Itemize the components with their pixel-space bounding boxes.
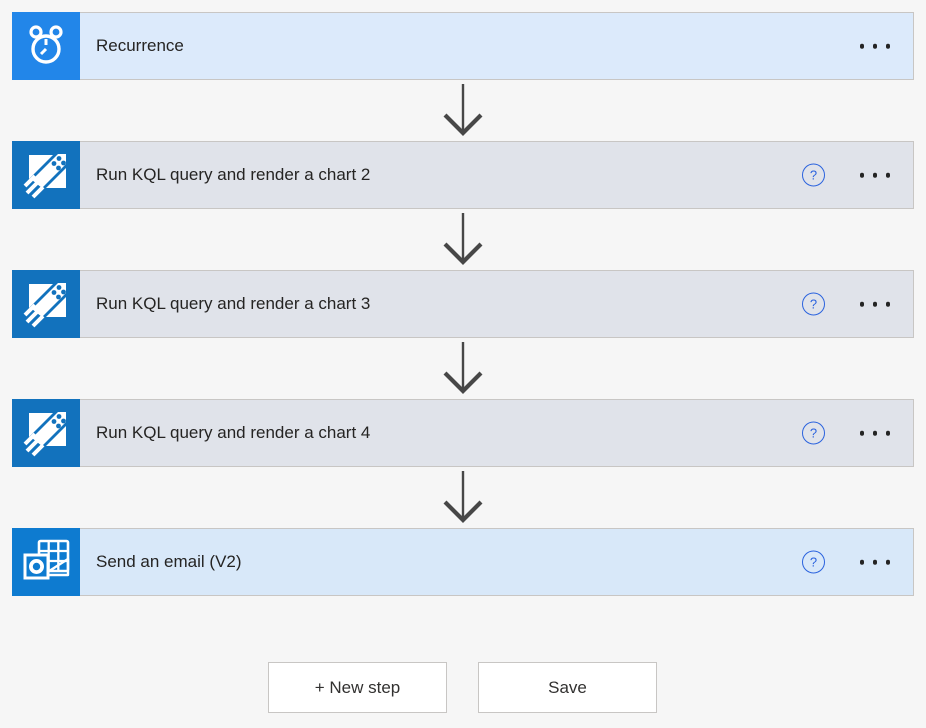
ellipsis-icon bbox=[872, 43, 877, 49]
step-card-kql-chart-3[interactable]: Run KQL query and render a chart 3 ? bbox=[12, 270, 914, 338]
ellipsis-icon bbox=[859, 301, 864, 307]
more-options-button[interactable] bbox=[858, 425, 893, 442]
ellipsis-icon bbox=[859, 172, 864, 178]
azure-data-explorer-icon bbox=[12, 141, 80, 209]
more-options-button[interactable] bbox=[858, 296, 893, 313]
more-options-button[interactable] bbox=[858, 554, 893, 571]
step-title: Run KQL query and render a chart 4 bbox=[96, 423, 371, 442]
step-card-send-email[interactable]: Send an email (V2) ? bbox=[12, 528, 914, 596]
step-card-kql-chart-4[interactable]: Run KQL query and render a chart 4 ? bbox=[12, 399, 914, 467]
arrow-down-icon bbox=[443, 471, 483, 523]
ellipsis-icon bbox=[885, 172, 890, 178]
help-icon[interactable]: ? bbox=[802, 163, 825, 187]
arrow-down-icon bbox=[443, 84, 483, 136]
more-options-button[interactable] bbox=[858, 38, 893, 55]
help-icon[interactable]: ? bbox=[802, 550, 825, 574]
ellipsis-icon bbox=[885, 430, 890, 436]
ellipsis-icon bbox=[872, 430, 877, 436]
step-title: Recurrence bbox=[96, 36, 184, 55]
step-title: Send an email (V2) bbox=[96, 552, 242, 571]
ellipsis-icon bbox=[859, 43, 864, 49]
help-icon[interactable]: ? bbox=[802, 421, 825, 445]
azure-data-explorer-icon bbox=[12, 399, 80, 467]
step-title: Run KQL query and render a chart 3 bbox=[96, 294, 371, 313]
new-step-button[interactable]: + New step bbox=[268, 662, 447, 713]
save-button[interactable]: Save bbox=[478, 662, 657, 713]
step-card-kql-chart-2[interactable]: Run KQL query and render a chart 2 ? bbox=[12, 141, 914, 209]
ellipsis-icon bbox=[872, 172, 877, 178]
ellipsis-icon bbox=[859, 430, 864, 436]
ellipsis-icon bbox=[885, 559, 890, 565]
ellipsis-icon bbox=[885, 301, 890, 307]
ellipsis-icon bbox=[885, 43, 890, 49]
azure-data-explorer-icon bbox=[12, 270, 80, 338]
step-title: Run KQL query and render a chart 2 bbox=[96, 165, 371, 184]
ellipsis-icon bbox=[872, 301, 877, 307]
help-icon[interactable]: ? bbox=[802, 292, 825, 316]
arrow-down-icon bbox=[443, 213, 483, 265]
outlook-icon bbox=[12, 528, 80, 596]
ellipsis-icon bbox=[859, 559, 864, 565]
step-card-recurrence[interactable]: Recurrence bbox=[12, 12, 914, 80]
ellipsis-icon bbox=[872, 559, 877, 565]
arrow-down-icon bbox=[443, 342, 483, 394]
more-options-button[interactable] bbox=[858, 167, 893, 184]
alarm-clock-icon bbox=[12, 12, 80, 80]
